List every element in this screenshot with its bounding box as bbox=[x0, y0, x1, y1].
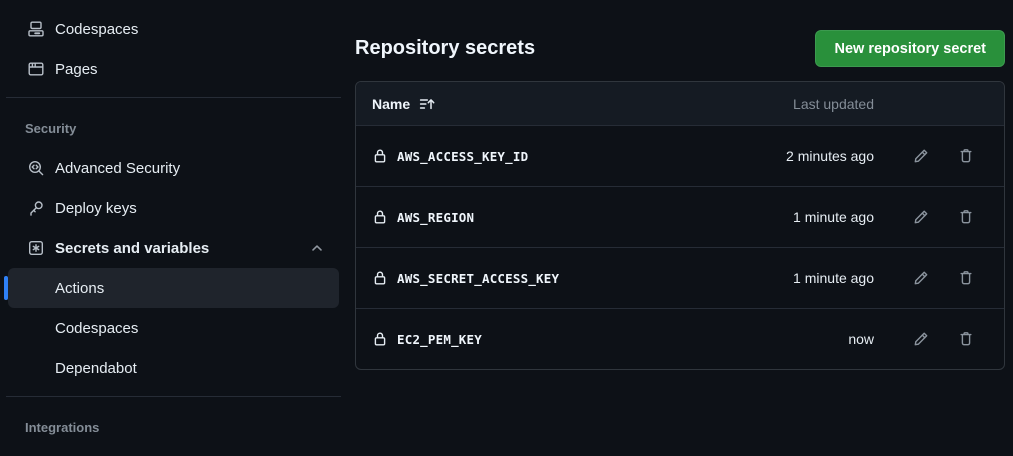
edit-secret-button[interactable] bbox=[904, 201, 938, 233]
secret-name: AWS_SECRET_ACCESS_KEY bbox=[397, 270, 560, 286]
trash-icon bbox=[960, 332, 972, 346]
edit-secret-button[interactable] bbox=[904, 323, 938, 355]
delete-secret-button[interactable] bbox=[949, 323, 983, 355]
codescan-icon bbox=[28, 160, 44, 176]
edit-secret-button[interactable] bbox=[904, 140, 938, 172]
sidebar-section-integrations: Integrations bbox=[25, 419, 100, 435]
delete-secret-button[interactable] bbox=[949, 140, 983, 172]
pencil-icon bbox=[914, 149, 928, 163]
pencil-icon bbox=[914, 271, 928, 285]
sidebar-item-codespaces[interactable]: Codespaces bbox=[8, 9, 339, 49]
sidebar-item-advanced-security[interactable]: Advanced Security bbox=[8, 148, 339, 188]
main-header: Repository secrets New repository secret bbox=[355, 30, 1005, 67]
secret-name: AWS_REGION bbox=[397, 209, 475, 225]
sidebar-section-security: Security bbox=[25, 120, 77, 136]
secret-last-updated: now bbox=[848, 331, 874, 347]
sidebar-subitem-dependabot[interactable]: Dependabot bbox=[8, 348, 339, 388]
sidebar-item-deploy-keys[interactable]: Deploy keys bbox=[8, 188, 339, 228]
sidebar-divider bbox=[6, 97, 341, 98]
edit-secret-button[interactable] bbox=[904, 262, 938, 294]
sidebar-subitem-actions[interactable]: Actions bbox=[8, 268, 339, 308]
secret-last-updated: 2 minutes ago bbox=[786, 148, 874, 164]
delete-secret-button[interactable] bbox=[949, 262, 983, 294]
pencil-icon bbox=[914, 332, 928, 346]
lock-icon bbox=[374, 149, 386, 163]
sidebar-item-label: Codespaces bbox=[55, 20, 139, 38]
sidebar-item-label: Codespaces bbox=[55, 319, 139, 337]
sidebar-item-secrets-and-variables[interactable]: Secrets and variables bbox=[8, 228, 339, 268]
key-icon bbox=[30, 201, 43, 216]
secrets-table-header: Name Last updated bbox=[356, 82, 1004, 125]
page-title: Repository secrets bbox=[355, 37, 536, 59]
secret-name: AWS_ACCESS_KEY_ID bbox=[397, 148, 529, 164]
secret-row: AWS_ACCESS_KEY_ID 2 minutes ago bbox=[356, 125, 1004, 186]
browser-icon bbox=[28, 62, 44, 76]
sidebar-item-label: Advanced Security bbox=[55, 159, 181, 177]
trash-icon bbox=[960, 271, 972, 285]
sidebar-item-label: Dependabot bbox=[55, 359, 137, 377]
name-sort-button[interactable]: Name bbox=[372, 96, 748, 112]
delete-secret-button[interactable] bbox=[949, 201, 983, 233]
column-header-last-updated: Last updated bbox=[793, 95, 874, 112]
pencil-icon bbox=[914, 210, 928, 224]
sidebar-item-label: Actions bbox=[55, 279, 105, 297]
new-repository-secret-button[interactable]: New repository secret bbox=[815, 30, 1005, 67]
secret-last-updated: 1 minute ago bbox=[793, 209, 874, 225]
secret-name-cell: AWS_REGION bbox=[372, 209, 748, 225]
trash-icon bbox=[960, 210, 972, 224]
sidebar-item-label: Secrets and variables bbox=[55, 239, 210, 257]
sidebar-item-label: Deploy keys bbox=[55, 199, 137, 217]
sort-ascending-icon bbox=[419, 98, 435, 109]
trash-icon bbox=[960, 149, 972, 163]
secrets-table: Name Last updated AWS_ACCESS_KEY_ID bbox=[355, 81, 1005, 370]
secret-name-cell: AWS_SECRET_ACCESS_KEY bbox=[372, 270, 748, 286]
secret-row: EC2_PEM_KEY now bbox=[356, 308, 1004, 369]
secret-row: AWS_SECRET_ACCESS_KEY 1 minute ago bbox=[356, 247, 1004, 308]
column-header-name: Name bbox=[372, 95, 411, 112]
secret-name-cell: AWS_ACCESS_KEY_ID bbox=[372, 148, 748, 164]
secret-last-updated: 1 minute ago bbox=[793, 270, 874, 286]
secret-row: AWS_REGION 1 minute ago bbox=[356, 186, 1004, 247]
lock-icon bbox=[374, 332, 386, 346]
lock-icon bbox=[374, 210, 386, 224]
settings-sidebar: Codespaces Pages Security Advanced Secur… bbox=[0, 0, 347, 447]
chevron-up-icon bbox=[312, 245, 322, 251]
sidebar-divider bbox=[6, 396, 341, 397]
lock-icon bbox=[374, 271, 386, 285]
asterisk-box-icon bbox=[29, 241, 44, 256]
sidebar-item-pages[interactable]: Pages bbox=[8, 49, 339, 89]
codespaces-icon bbox=[28, 21, 44, 37]
secret-name-cell: EC2_PEM_KEY bbox=[372, 331, 748, 347]
repository-secrets-panel: Repository secrets New repository secret… bbox=[355, 0, 1005, 370]
sidebar-subitem-codespaces[interactable]: Codespaces bbox=[8, 308, 339, 348]
sidebar-item-label: Pages bbox=[55, 60, 98, 78]
secret-name: EC2_PEM_KEY bbox=[397, 331, 482, 347]
